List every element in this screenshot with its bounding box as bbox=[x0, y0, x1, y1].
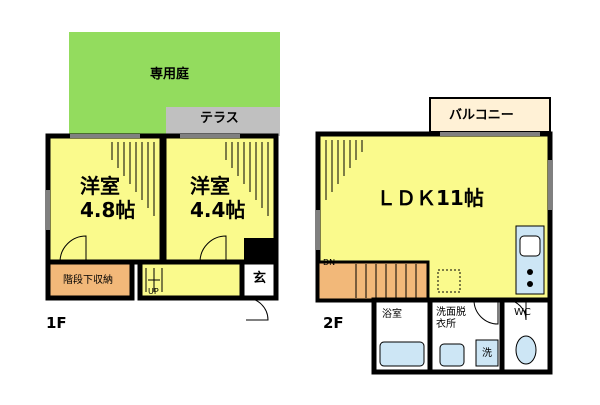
balcony-label: バルコニー bbox=[449, 108, 514, 123]
storage-label: 階段下収納 bbox=[63, 275, 113, 286]
terrace-label: テラス bbox=[200, 111, 239, 126]
wash-basin bbox=[439, 343, 465, 367]
washer-spot bbox=[475, 339, 499, 367]
room-a-size: 4.8帖 bbox=[80, 198, 136, 222]
floor1-label: 1F bbox=[46, 314, 67, 332]
down-label: DN bbox=[323, 258, 336, 267]
kitchen-sink bbox=[519, 235, 541, 257]
terrace bbox=[166, 107, 280, 136]
storage-under-stairs bbox=[45, 259, 135, 301]
ventilation bbox=[437, 269, 461, 293]
washroom-label-2: 衣所 bbox=[436, 319, 456, 330]
stair-well bbox=[316, 260, 430, 302]
room-a-name: 洋室 bbox=[80, 174, 120, 198]
room-b-size: 4.4帖 bbox=[190, 198, 246, 222]
washer-label: 洗 bbox=[482, 348, 492, 359]
bath-label: 浴室 bbox=[382, 309, 402, 320]
room-b-name: 洋室 bbox=[190, 174, 230, 198]
washroom-label-1: 洗面脱 bbox=[436, 307, 466, 318]
entrance-label: 玄 bbox=[253, 271, 267, 286]
ldk-label: ＬＤＫ11帖 bbox=[376, 186, 484, 210]
up-label: UP bbox=[148, 287, 159, 296]
garden-label: 専用庭 bbox=[150, 67, 190, 82]
toilet-label: WC bbox=[514, 307, 531, 318]
bathtub bbox=[379, 341, 425, 367]
floor2-label: 2F bbox=[323, 314, 344, 332]
toilet-bowl bbox=[515, 335, 537, 365]
closet-block bbox=[244, 238, 276, 262]
